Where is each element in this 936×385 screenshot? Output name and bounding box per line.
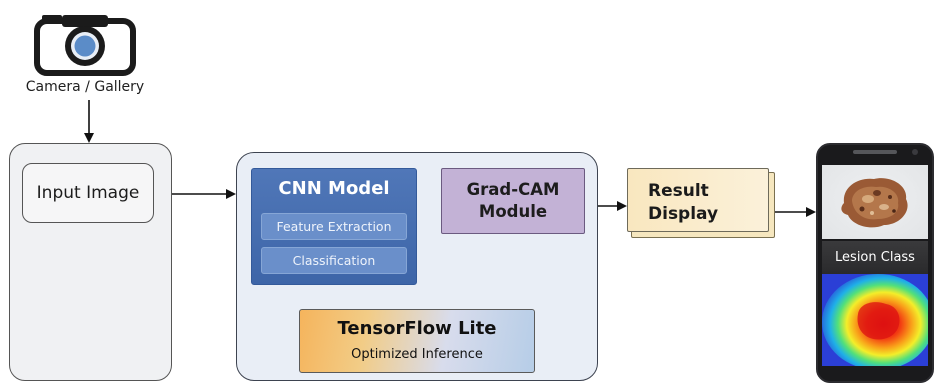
result-line1: Result — [648, 181, 709, 201]
lesion-class-band: Lesion Class — [822, 241, 928, 274]
result-line2: Display — [648, 203, 719, 224]
classification-label: Classification — [292, 253, 376, 268]
camera-icon — [34, 15, 136, 76]
feature-extraction-step: Feature Extraction — [261, 213, 407, 240]
lesion-class-label: Lesion Class — [835, 250, 915, 265]
feature-extraction-label: Feature Extraction — [276, 219, 392, 234]
cnn-model-title: CNN Model — [278, 178, 390, 199]
gradcam-title-line2: Module — [478, 202, 548, 221]
tensorflow-lite-title: TensorFlow Lite — [337, 318, 497, 339]
result-display-text: Result Display — [648, 180, 718, 226]
tensorflow-lite-box — [299, 309, 535, 373]
phone-camera-dot — [912, 149, 918, 155]
lesion-image — [822, 165, 928, 239]
result-display-box — [627, 168, 769, 232]
input-image-box: Input Image — [22, 163, 154, 223]
classification-step: Classification — [261, 247, 407, 274]
heatmap-image — [822, 274, 928, 366]
tensorflow-lite-subtitle: Optimized Inference — [351, 347, 483, 362]
phone-speaker — [853, 150, 897, 154]
camera-gallery-label: Camera / Gallery — [25, 79, 145, 95]
gradcam-module-box: Grad-CAM Module — [441, 168, 585, 234]
input-image-label: Input Image — [36, 183, 140, 203]
gradcam-title-line1: Grad-CAM — [466, 179, 560, 199]
